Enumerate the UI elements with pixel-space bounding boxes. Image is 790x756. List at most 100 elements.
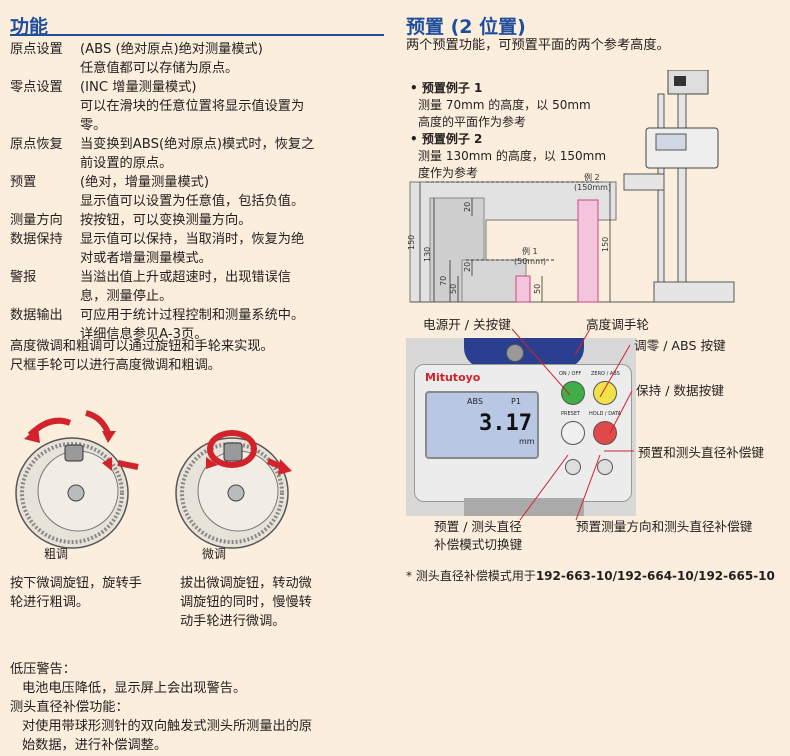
feature-term: 预置 xyxy=(10,175,37,190)
counter-panel: Mitutoyo ABS P1 3.17 mm ON / OFF ZERO / … xyxy=(414,364,632,502)
dim-label: 150 xyxy=(407,235,416,250)
feature-list: 原点设置 (ABS (绝对原点)绝对测量模式) 任意值都可以存储为原点。零点设置 (I… xyxy=(10,40,380,344)
brand-logo: Mitutoyo xyxy=(425,371,481,384)
example2-title-text: 预置例子 2 xyxy=(421,132,483,146)
footnote-models: 192-663-10/192-664-10/192-665-10 xyxy=(535,569,775,583)
feature-term: 测量方向 xyxy=(10,213,63,228)
coarse-wheel-drawing xyxy=(15,410,139,549)
handwheel-illustrations xyxy=(15,410,292,549)
feature-row: 测量方向 按按钮，可以变换测量方向。 xyxy=(10,211,380,230)
feature-desc-line: 当溢出值上升或超速时，出现错误信 xyxy=(80,270,291,285)
callout-preset-mode-2: 补偿模式切换键 xyxy=(434,537,523,552)
feature-desc-line: 前设置的原点。 xyxy=(80,156,173,171)
feature-desc-line: (绝对，增量测量模式) xyxy=(80,175,209,190)
callout-hold: 保持 / 数据按键 xyxy=(636,383,724,398)
power-button[interactable] xyxy=(561,381,585,405)
fine-desc-line: 拔出微调旋钮，转动微 xyxy=(180,576,312,591)
feature-row: 零点设置 (INC 增量测量模式) 可以在滑块的任意位置将显示值设置为零。 xyxy=(10,78,380,135)
preset-heading: 预置 (2 位置) xyxy=(406,16,526,38)
heading-rule xyxy=(10,34,384,36)
example2-diagram-label: 例 2 xyxy=(584,172,600,182)
feature-desc: (ABS (绝对原点)绝对测量模式) 任意值都可以存储为原点。 xyxy=(80,40,380,78)
feature-desc-line: 显示值可以保持，当取消时，恢复为绝 xyxy=(80,232,305,247)
dim-label: 130 xyxy=(423,247,432,262)
callout-preset-direction: 预置测量方向和测头直径补偿键 xyxy=(576,519,753,534)
fine-desc-line: 动手轮进行微调。 xyxy=(180,614,286,629)
preset-button-label: PRESET xyxy=(561,411,581,417)
lcd-reading: 3.17 xyxy=(479,411,532,436)
callout-preset-mode-1: 预置 / 测头直径 xyxy=(434,519,522,534)
feature-row: 原点设置 (ABS (绝对原点)绝对测量模式) 任意值都可以存储为原点。 xyxy=(10,40,380,78)
feature-term: 原点设置 xyxy=(10,42,63,57)
feature-term: 数据保持 xyxy=(10,232,63,247)
comp-desc-1: 对使用带球形测针的双向触发式测头所测量出的原 xyxy=(22,719,313,734)
feature-term: 警报 xyxy=(10,270,37,285)
preset-direction-button[interactable] xyxy=(597,459,613,475)
example2-line: 测量 130mm 的高度，以 150mm xyxy=(418,149,607,163)
dim-label: 20 xyxy=(463,262,472,272)
preset-intro: 两个预置功能，可预置平面的两个参考高度。 xyxy=(406,38,670,53)
feature-row: 预置 (绝对，增量测量模式) 显示值可以设置为任意值，包括负值。 xyxy=(10,173,380,211)
feature-desc-line: (ABS (绝对原点)绝对测量模式) xyxy=(80,42,263,57)
feature-term: 零点设置 xyxy=(10,80,63,95)
fine-desc-line: 调旋钮的同时，慢慢转 xyxy=(180,595,312,610)
hold-data-button-label: HOLD / DATA xyxy=(589,411,622,417)
feature-desc-line: 任意值都可以存储为原点。 xyxy=(80,61,239,76)
power-button-label: ON / OFF xyxy=(559,371,582,377)
example1-title: • 预置例子 1 xyxy=(410,81,483,95)
p1-indicator: P1 xyxy=(511,397,521,406)
lcd-display: ABS P1 3.17 mm xyxy=(425,391,539,459)
example1-diagram-label: 例 1 xyxy=(522,246,538,256)
zero-abs-button-label: ZERO / ABS xyxy=(591,371,620,377)
feature-desc: 显示值可以保持，当取消时，恢复为绝对或者增量测量模式。 xyxy=(80,230,380,268)
comp-title: 测头直径补偿功能： xyxy=(10,700,129,715)
comp-desc-2: 始数据，进行补偿调整。 xyxy=(22,738,168,753)
dim-label: 150 xyxy=(601,237,610,252)
zero-abs-button[interactable] xyxy=(593,381,617,405)
feature-desc: 当变换到ABS(绝对原点)模式时，恢复之前设置的原点。 xyxy=(80,135,380,173)
feature-row: 数据输出可应用于统计过程控制和测量系统中。详细信息参见A-3页。 xyxy=(10,306,380,344)
feature-desc: 按按钮，可以变换测量方向。 xyxy=(80,211,380,230)
handwheel-knob-icon[interactable] xyxy=(506,344,524,362)
callout-zero-abs: 调零 / ABS 按键 xyxy=(634,338,726,353)
feature-desc-line: 零。 xyxy=(80,118,107,133)
abs-indicator: ABS xyxy=(467,397,483,406)
feature-desc: 可应用于统计过程控制和测量系统中。详细信息参见A-3页。 xyxy=(80,306,380,344)
hold-data-button[interactable] xyxy=(593,421,617,445)
fine-description: 拔出微调旋钮，转动微 调旋钮的同时，慢慢转 动手轮进行微调。 xyxy=(180,574,380,631)
footnote-prefix: * 测头直径补偿模式用于 xyxy=(406,569,536,583)
preset-step-diagram: 150 130 70 50 20 20 50 150 例 2 (150mm) 例… xyxy=(407,70,735,303)
dim-label: 70 xyxy=(439,276,448,286)
preset-mode-button[interactable] xyxy=(565,459,581,475)
example1-line: 测量 70mm 的高度，以 50mm xyxy=(418,98,591,112)
callout-leaders xyxy=(511,328,634,521)
feature-desc-line: 息，测量停止。 xyxy=(80,289,173,304)
feature-desc: (绝对，增量测量模式) 显示值可以设置为任意值，包括负值。 xyxy=(80,173,380,211)
dim-label: 20 xyxy=(463,202,472,212)
feature-desc-line: 显示值可以设置为任意值，包括负值。 xyxy=(80,194,305,209)
feature-desc-line: 可应用于统计过程控制和测量系统中。 xyxy=(80,308,305,323)
coarse-desc-line: 轮进行粗调。 xyxy=(10,595,90,610)
footnote: * 测头直径补偿模式用于192-663-10/192-664-10/192-66… xyxy=(406,568,775,585)
feature-row: 原点恢复 当变换到ABS(绝对原点)模式时，恢复之前设置的原点。 xyxy=(10,135,380,173)
height-gauge-drawing xyxy=(623,70,735,303)
low-voltage-title: 低压警告： xyxy=(10,662,76,677)
feature-desc-line: 按按钮，可以变换测量方向。 xyxy=(80,213,252,228)
feature-desc: (INC 增量测量模式) 可以在滑块的任意位置将显示值设置为零。 xyxy=(80,78,380,135)
feature-term: 原点恢复 xyxy=(10,137,63,152)
example1-diagram-sub: (50mm) xyxy=(514,257,546,266)
feature-desc-line: 当变换到ABS(绝对原点)模式时，恢复之 xyxy=(80,137,315,152)
example1-title-text: 预置例子 1 xyxy=(421,81,483,95)
example1-line: 高度的平面作为参考 xyxy=(418,115,527,129)
fine-label: 微调 xyxy=(202,547,227,561)
feature-desc-line: 对或者增量测量模式。 xyxy=(80,251,212,266)
feature-desc-line: 详细信息参见A-3页。 xyxy=(80,327,208,342)
callout-power: 电源开 / 关按键 xyxy=(423,317,511,332)
feature-desc-line: (INC 增量测量模式) xyxy=(80,80,197,95)
preset-button[interactable] xyxy=(561,421,585,445)
example2-diagram-sub: (150mm) xyxy=(574,183,611,192)
dim-label: 50 xyxy=(449,284,458,294)
features-heading: 功能 xyxy=(10,16,49,38)
feature-desc-line: 可以在滑块的任意位置将显示值设置为 xyxy=(80,99,305,114)
example2-title: • 预置例子 2 xyxy=(410,132,483,146)
